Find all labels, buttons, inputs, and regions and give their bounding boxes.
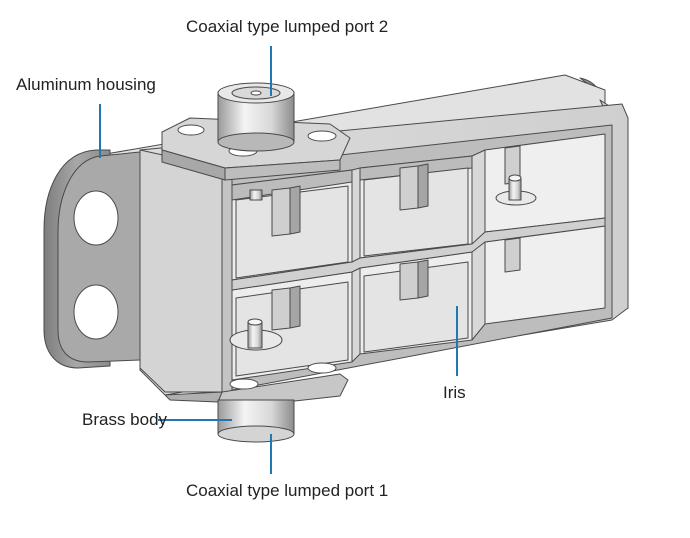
cavity-3 <box>484 133 606 233</box>
iris-fin <box>417 163 429 209</box>
mounting-hole-lower <box>73 284 119 340</box>
iris-fin <box>417 259 429 299</box>
divider-front-edge <box>221 167 233 393</box>
iris-fin <box>399 165 419 211</box>
iris-fin <box>271 187 291 237</box>
label-aluminum-housing: Aluminum housing <box>16 75 156 94</box>
iris-fin <box>399 261 419 301</box>
iris-fin <box>271 287 291 331</box>
cavity-6 <box>484 225 606 325</box>
resonator-pin <box>247 321 263 349</box>
mounting-hole-upper <box>73 190 119 246</box>
iris-fin <box>289 285 301 329</box>
label-coaxial-port-1: Coaxial type lumped port 1 <box>186 481 389 500</box>
label-coaxial-port-2: Coaxial type lumped port 2 <box>186 17 389 36</box>
resonator-pin <box>249 189 263 201</box>
leader-lines <box>99 46 458 474</box>
divider-horizontal <box>231 217 606 291</box>
housing-left-block <box>139 149 223 393</box>
label-iris: Iris <box>443 383 466 402</box>
iris-fin <box>289 185 301 235</box>
filter-body <box>43 74 629 443</box>
iris-fin <box>504 237 521 273</box>
label-brass-body: Brass body <box>82 410 168 429</box>
